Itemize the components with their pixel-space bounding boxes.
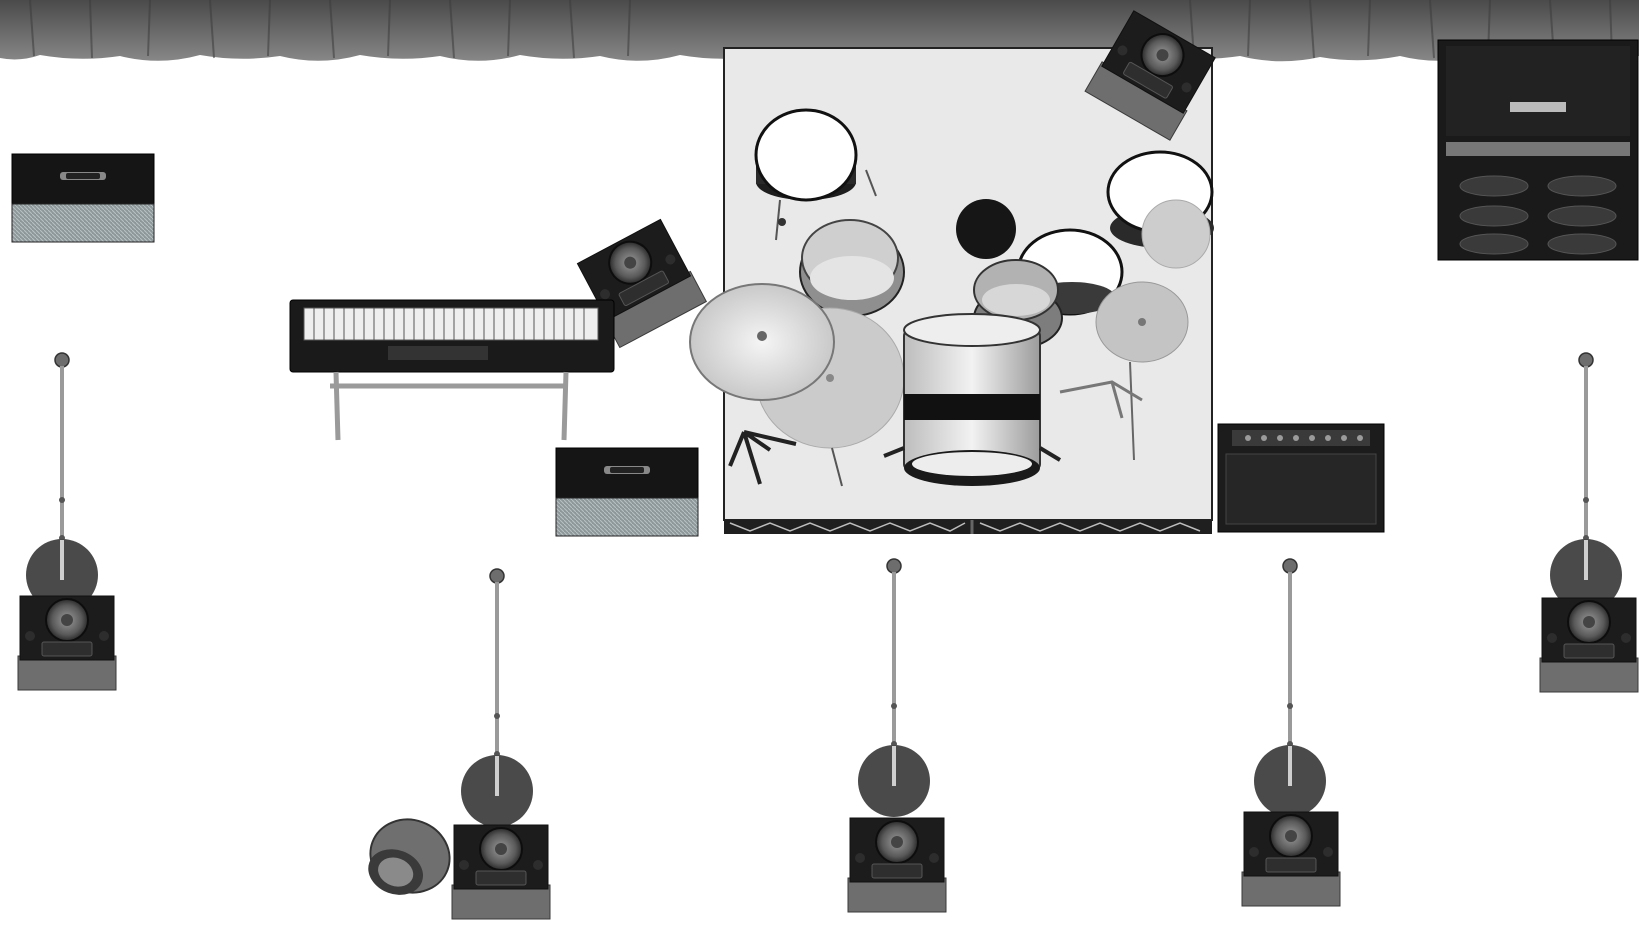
headphones-icon [358,808,460,909]
wedge-monitor-icon [1242,812,1340,906]
wedge-monitor-icon [1540,598,1638,692]
mic-stand-icon [858,559,930,817]
wedge-monitor-icon [452,825,550,919]
mic-stand-icon [1254,559,1326,817]
wedge-monitor-icon [848,818,946,912]
mic-stand-icon [26,353,98,611]
combo-amp-icon [1218,424,1384,532]
wedge-monitor-icon [18,596,116,690]
keyboard-icon [290,300,614,440]
mic-stand-icon [461,569,533,827]
cymbal-icon [690,284,834,400]
bass-drum-icon [884,314,1060,486]
rack-tom-icon [800,220,904,316]
combo-amp-icon [12,154,154,242]
combo-amp-icon [556,448,698,536]
practice-pad-icon [956,199,1016,259]
mic-stand-icon [1550,353,1622,611]
bass-cabinet-icon [1438,40,1638,260]
